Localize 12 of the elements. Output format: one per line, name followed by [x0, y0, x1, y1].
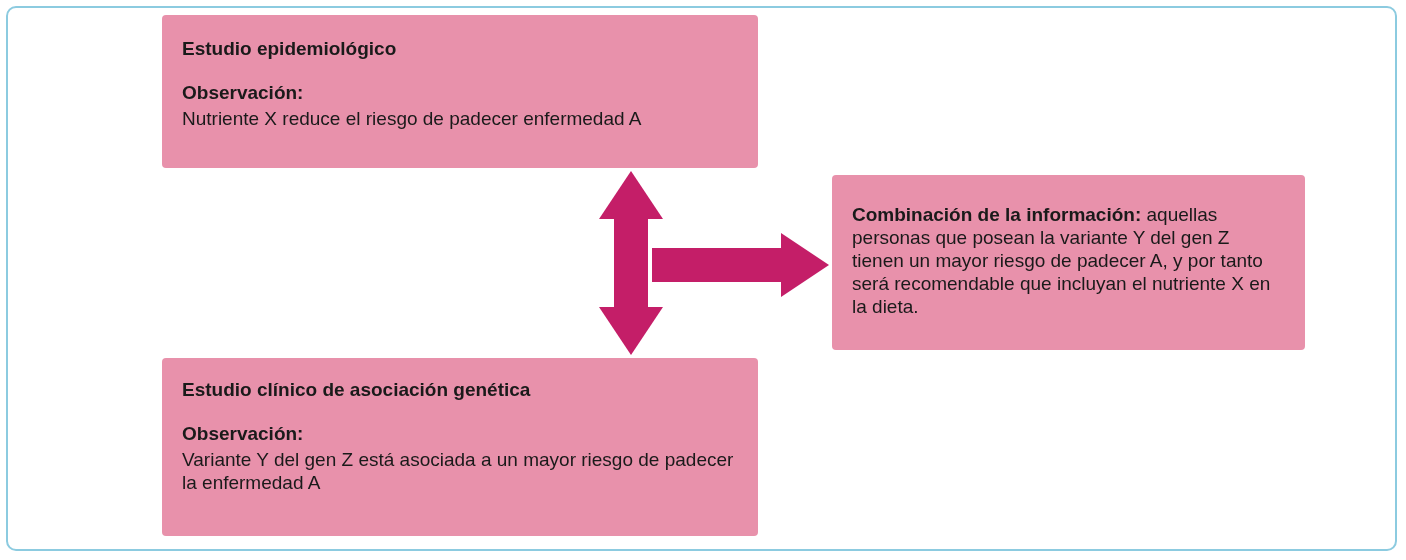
- arrow: [652, 233, 829, 297]
- observation-text: Nutriente X reduce el riesgo de padecer enfermedad A: [182, 107, 643, 130]
- box-text: Combinación de la información: aquellas personas que posean la variante Y del gen Z tienen un mayor riesgo de padecer A, y por tanto será recomendable que incluyan el nutriente X en la dieta.: [852, 203, 1272, 318]
- observation-label: Observación:: [182, 81, 305, 105]
- box-heading: Estudio clínico de asociación genética: [182, 378, 532, 402]
- box-heading: Estudio epidemiológico: [182, 37, 398, 61]
- observation-label: Observación:: [182, 422, 305, 446]
- process-box: [832, 175, 1305, 350]
- observation-text: Variante Y del gen Z está asociada a un mayor riesgo de padecer la enfermedad A: [182, 448, 735, 494]
- process-box: [162, 358, 758, 536]
- process-box: [162, 15, 758, 168]
- arrow: [599, 171, 663, 355]
